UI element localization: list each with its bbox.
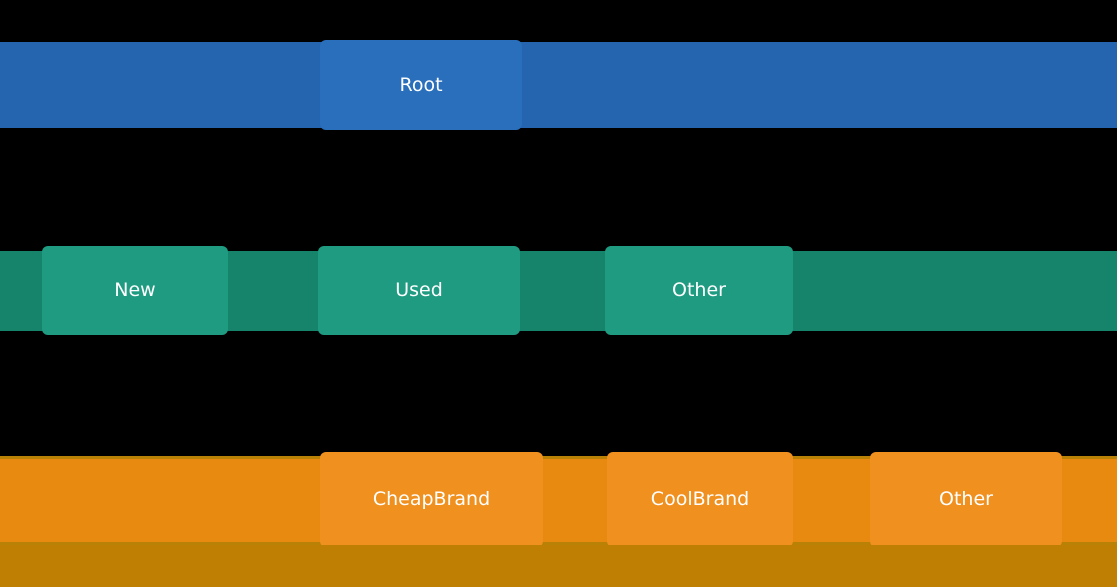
tile-l1-root[interactable]: Root	[320, 40, 522, 130]
level-4-band	[0, 545, 1117, 587]
tile-l3-coolbrand[interactable]: CoolBrand	[607, 452, 793, 547]
tile-label: CheapBrand	[372, 488, 491, 510]
tile-l2-new[interactable]: New	[42, 246, 228, 335]
tile-label: Root	[399, 73, 443, 96]
tile-l3-cheapbrand[interactable]: CheapBrand	[320, 452, 543, 547]
tile-label: Other	[672, 279, 726, 301]
tile-l2-used[interactable]: Used	[318, 246, 520, 335]
tile-label: CoolBrand	[650, 488, 750, 510]
tile-l3-other[interactable]: Other	[870, 452, 1062, 547]
tile-l2-other[interactable]: Other	[605, 246, 793, 335]
level-1-band	[0, 42, 1117, 128]
tile-label: New	[114, 279, 156, 301]
tile-label: Other	[939, 488, 993, 510]
tile-label: Used	[395, 279, 443, 301]
